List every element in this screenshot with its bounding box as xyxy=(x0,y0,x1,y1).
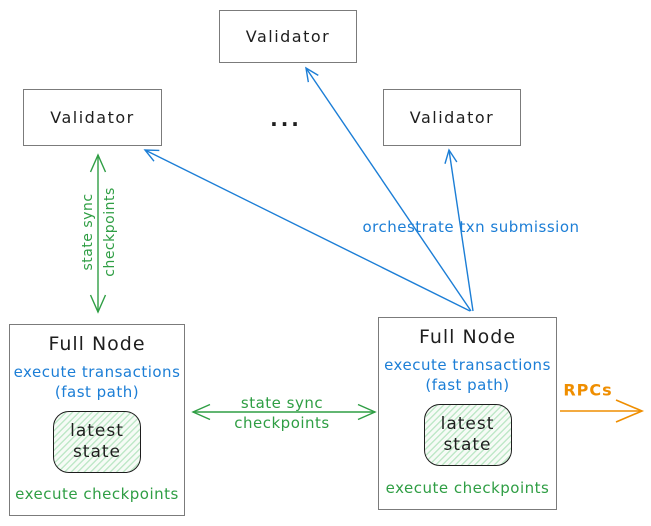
full-node-left: Full Node execute transactions (fast pat… xyxy=(9,324,185,516)
full-node-left-latest-state-box: latest state xyxy=(53,411,141,473)
full-node-left-fast-path: (fast path) xyxy=(54,383,140,401)
validator-left-node: Validator xyxy=(23,89,162,146)
orchestrate-arrow-to-left-validator xyxy=(143,149,471,312)
full-node-right-latest-state-box: latest state xyxy=(423,404,512,466)
state-sync-vertical-label-line1: state sync xyxy=(80,193,96,271)
full-node-right-fast-path: (fast path) xyxy=(425,376,510,394)
state-sync-vertical-label-line2: checkpoints xyxy=(102,187,118,277)
latest-state-line2: state xyxy=(443,435,492,455)
full-node-left-execute-transactions: execute transactions xyxy=(13,363,181,381)
validator-right-node: Validator xyxy=(383,89,521,146)
full-node-right: Full Node execute transactions (fast pat… xyxy=(378,317,557,510)
latest-state-line1: latest xyxy=(70,420,124,441)
orchestrate-txn-submission-label: orchestrate txn submission xyxy=(362,218,580,236)
validator-top-label: Validator xyxy=(245,27,331,46)
full-node-right-title: Full Node xyxy=(418,326,517,348)
validator-top-node: Validator xyxy=(219,10,357,63)
validators-ellipsis: ... xyxy=(270,107,302,131)
full-node-right-execute-transactions: execute transactions xyxy=(384,356,551,374)
validator-right-label: Validator xyxy=(409,108,495,127)
validator-left-label: Validator xyxy=(50,108,135,127)
rpcs-label: RPCs xyxy=(563,380,613,400)
state-sync-horizontal-label-line1: state sync xyxy=(240,394,324,412)
orchestrate-arrow-to-top-validator xyxy=(305,66,472,312)
full-node-left-execute-checkpoints: execute checkpoints xyxy=(15,485,179,503)
latest-state-line2: state xyxy=(72,442,122,462)
full-node-right-execute-checkpoints: execute checkpoints xyxy=(385,479,550,497)
latest-state-line1: latest xyxy=(440,413,495,434)
orchestrate-arrow-to-right-validator xyxy=(444,148,474,312)
full-node-left-title: Full Node xyxy=(48,333,146,355)
state-sync-horizontal-label-line2: checkpoints xyxy=(234,414,330,432)
